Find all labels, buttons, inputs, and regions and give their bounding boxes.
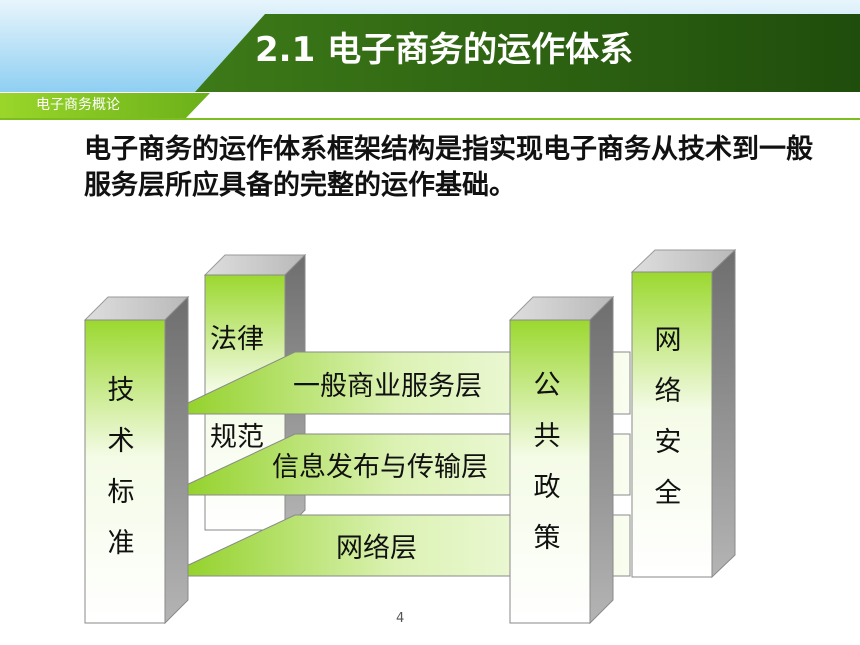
layer-label-information: 信息发布与传输层 [272, 452, 488, 483]
pillar-label-public-policy: 公共政策 [533, 370, 561, 554]
header-band [0, 0, 860, 120]
pillar-label-technical-standards: 技术标准 [107, 375, 135, 559]
pillar-label-law-line2: 规范 [210, 422, 264, 453]
intro-text: 电子商务的运作体系框架结构是指实现电子商务从技术到一般服务层所应具备的完整的运作… [84, 134, 813, 201]
pillar-network-security [630, 248, 737, 579]
slide-title: 2.1 电子商务的运作体系 [255, 30, 634, 70]
section-label: 电子商务概论 [36, 97, 120, 113]
layer-label-network: 网络层 [336, 533, 417, 564]
pillar-label-network-security: 网络安全 [654, 325, 682, 509]
pillar-label-law-line1: 法律 [210, 324, 264, 355]
page-number: 4 [396, 611, 405, 626]
pillar-technical-standards [83, 295, 190, 625]
layer-label-business: 一般商业服务层 [293, 371, 482, 402]
pillar-public-policy [508, 295, 615, 625]
